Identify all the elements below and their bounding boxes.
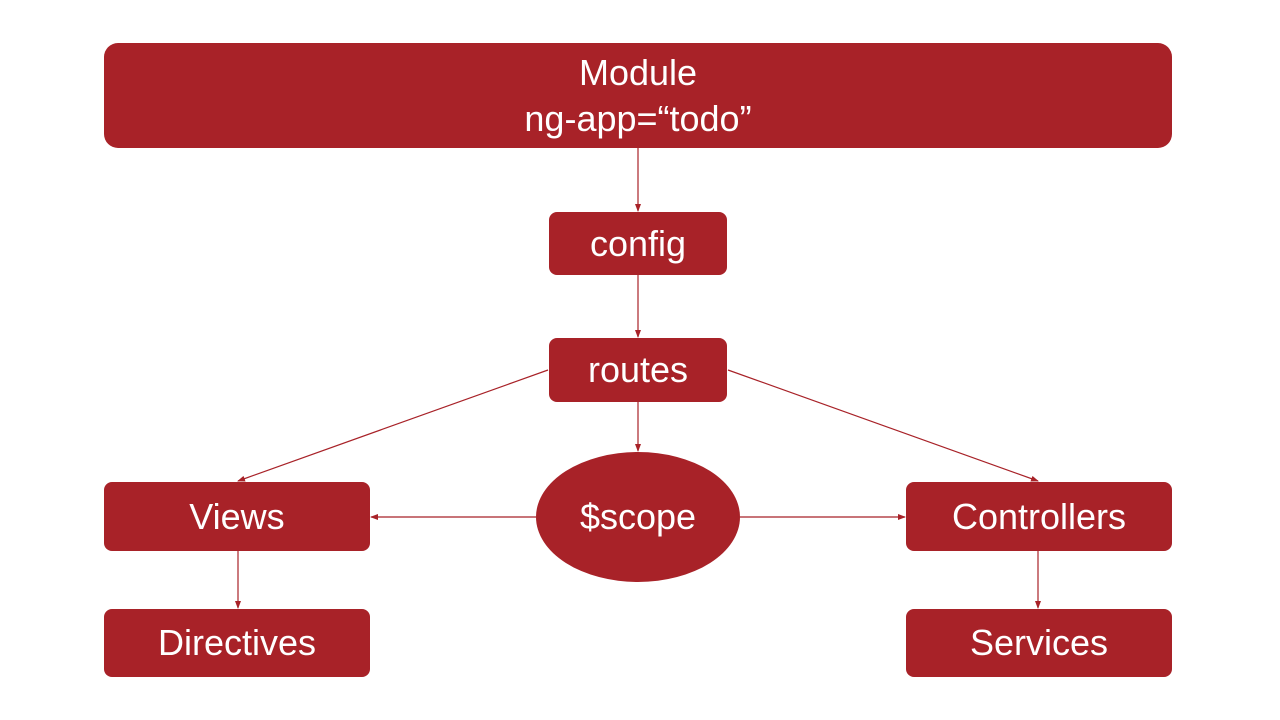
edge-routes-controllers	[727, 369, 1039, 482]
directives-node: Directives	[104, 609, 370, 677]
module-title: Module	[578, 51, 698, 93]
module-node: Module ng-app=“todo”	[104, 43, 1172, 148]
controllers-node: Controllers	[906, 482, 1172, 551]
services-node: Services	[906, 609, 1172, 677]
services-label: Services	[969, 622, 1109, 664]
controllers-label: Controllers	[951, 495, 1127, 537]
config-label: config	[589, 222, 687, 264]
routes-label: routes	[587, 349, 689, 391]
edge-routes-views	[237, 369, 549, 482]
module-ng-app: ng-app=“todo”	[524, 97, 752, 139]
scope-node: $scope	[536, 452, 740, 582]
views-node: Views	[104, 482, 370, 551]
scope-label: $scope	[579, 496, 697, 538]
views-label: Views	[189, 495, 285, 537]
routes-node: routes	[549, 338, 727, 402]
config-node: config	[549, 212, 727, 275]
directives-label: Directives	[157, 622, 317, 664]
